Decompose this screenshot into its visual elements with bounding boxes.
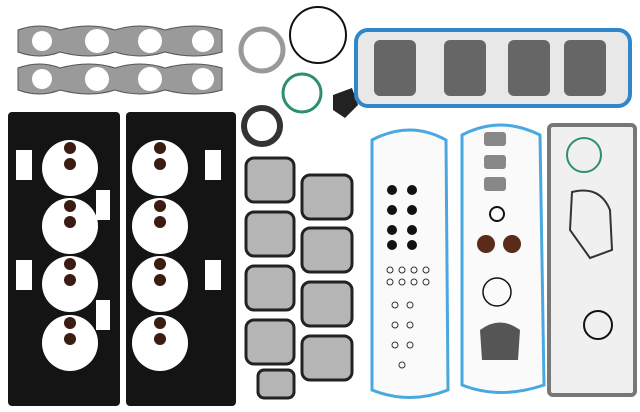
intake-gasket-right [300, 173, 354, 382]
crank-seal [241, 105, 283, 147]
head-gasket-right [126, 112, 236, 406]
oil-pan-gasket [547, 123, 637, 397]
large-oring [289, 6, 347, 64]
front-cover-gasket [370, 128, 450, 399]
rear-cover-gasket [460, 123, 546, 394]
exhaust-ring-gasket [238, 26, 286, 74]
green-oring [281, 72, 323, 114]
small-flange-gasket [333, 88, 358, 118]
exhaust-gasket-lower [17, 63, 223, 95]
exhaust-gasket-upper [17, 25, 223, 57]
valley-cover-gasket [354, 28, 632, 108]
intake-gasket-left [244, 156, 296, 400]
head-gasket-left [8, 112, 120, 406]
